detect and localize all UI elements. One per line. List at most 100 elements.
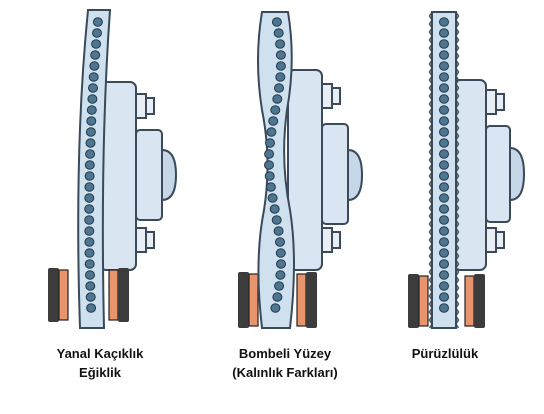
vane-ball bbox=[439, 127, 449, 137]
caliper-3 bbox=[408, 274, 485, 328]
vane-ball bbox=[439, 160, 449, 170]
vane-ball bbox=[271, 17, 282, 27]
vane-ball bbox=[265, 182, 276, 192]
vane-ball bbox=[85, 149, 96, 159]
vane-ball bbox=[84, 248, 95, 258]
vane-ball bbox=[85, 127, 96, 137]
vane-ball bbox=[85, 292, 96, 302]
brake-pad-right bbox=[296, 273, 307, 327]
hub-cap bbox=[347, 148, 364, 202]
vane-ball bbox=[265, 138, 275, 148]
caliper-left bbox=[48, 268, 59, 322]
vane-ball bbox=[439, 28, 449, 38]
vane-ball bbox=[270, 303, 281, 313]
brake-pad-left bbox=[248, 273, 259, 327]
cooling-vanes-2 bbox=[264, 17, 286, 313]
caliper-left bbox=[238, 272, 249, 328]
vane-ball bbox=[88, 72, 99, 82]
vane-ball bbox=[89, 61, 100, 71]
figure-roughness bbox=[408, 11, 526, 329]
rough-surface-right bbox=[455, 11, 460, 329]
vane-ball bbox=[275, 50, 286, 60]
vane-ball bbox=[85, 270, 95, 280]
vane-ball bbox=[270, 105, 281, 115]
hub-body bbox=[321, 123, 349, 225]
lower-bolt bbox=[321, 227, 341, 253]
vane-ball bbox=[439, 182, 449, 192]
vane-ball bbox=[90, 50, 101, 60]
vane-ball bbox=[86, 303, 97, 313]
vane-ball bbox=[92, 28, 102, 38]
vane-ball bbox=[264, 160, 274, 170]
vane-ball bbox=[439, 39, 449, 49]
vane-ball bbox=[85, 281, 96, 291]
vane-ball bbox=[439, 171, 449, 181]
vane-ball bbox=[86, 105, 97, 115]
vane-ball bbox=[439, 193, 449, 203]
caption-lateral-runout: Yanal Kaçıklık Eğiklik bbox=[10, 344, 190, 382]
hub-body bbox=[485, 125, 511, 223]
caption-roughness: Pürüzlülük bbox=[390, 344, 500, 363]
vane-ball bbox=[88, 83, 98, 93]
figure-wavy-surface bbox=[238, 11, 364, 329]
vane-ball bbox=[87, 94, 98, 104]
hub-assembly-2 bbox=[287, 69, 364, 271]
vane-ball bbox=[439, 61, 449, 71]
vane-ball bbox=[275, 248, 286, 258]
brake-pad-right bbox=[464, 275, 475, 327]
vane-ball bbox=[439, 50, 449, 60]
vane-ball bbox=[439, 149, 449, 159]
upper-bolt bbox=[135, 93, 155, 119]
vane-ball bbox=[92, 17, 103, 27]
vane-ball bbox=[439, 83, 449, 93]
vane-ball bbox=[269, 204, 280, 214]
caliper-left bbox=[408, 274, 419, 328]
vane-ball bbox=[439, 259, 449, 269]
upper-bolt bbox=[485, 89, 505, 115]
vane-ball bbox=[84, 182, 95, 192]
brake-pad-left bbox=[418, 275, 429, 327]
vane-ball bbox=[275, 39, 286, 49]
vane-ball bbox=[272, 94, 283, 104]
vane-ball bbox=[273, 28, 284, 38]
vane-ball bbox=[85, 138, 96, 148]
lower-bolt bbox=[485, 227, 505, 253]
vane-ball bbox=[84, 193, 95, 203]
hub-body bbox=[135, 129, 163, 221]
vane-ball bbox=[439, 105, 449, 115]
caption-line-1: Yanal Kaçıklık bbox=[56, 346, 144, 361]
vane-ball bbox=[439, 292, 449, 302]
vane-ball bbox=[275, 61, 286, 71]
vane-ball bbox=[439, 138, 449, 148]
brake-pad-left bbox=[58, 269, 69, 321]
vane-ball bbox=[86, 116, 97, 126]
caption-line-1: Bombeli Yüzey bbox=[238, 346, 332, 361]
caption-wavy-surface: Bombeli Yüzey (Kalınlık Farkları) bbox=[200, 344, 370, 382]
vane-ball bbox=[439, 72, 449, 82]
vane-ball bbox=[439, 303, 449, 313]
vane-ball bbox=[268, 116, 279, 126]
vane-ball bbox=[267, 193, 278, 203]
rough-surface-left bbox=[428, 11, 433, 329]
vane-ball bbox=[84, 160, 95, 170]
vane-ball bbox=[84, 171, 95, 181]
cooling-vanes-1 bbox=[84, 17, 103, 313]
vane-ball bbox=[275, 237, 285, 247]
vane-ball bbox=[84, 226, 95, 236]
hub-cap bbox=[509, 146, 526, 202]
vane-ball bbox=[264, 171, 275, 181]
vane-ball bbox=[84, 237, 95, 247]
caliper-right bbox=[474, 274, 485, 328]
figure-lateral-runout bbox=[48, 9, 178, 329]
vane-ball bbox=[272, 292, 283, 302]
vane-ball bbox=[264, 149, 275, 159]
hub-assembly-3 bbox=[453, 79, 526, 271]
hub-assembly-1 bbox=[99, 81, 178, 271]
rough-disc bbox=[431, 11, 457, 329]
vane-ball bbox=[439, 215, 449, 225]
upper-bolt bbox=[321, 83, 341, 109]
hub-cap bbox=[161, 148, 178, 202]
caption-line-1: Pürüzlülük bbox=[411, 346, 479, 361]
